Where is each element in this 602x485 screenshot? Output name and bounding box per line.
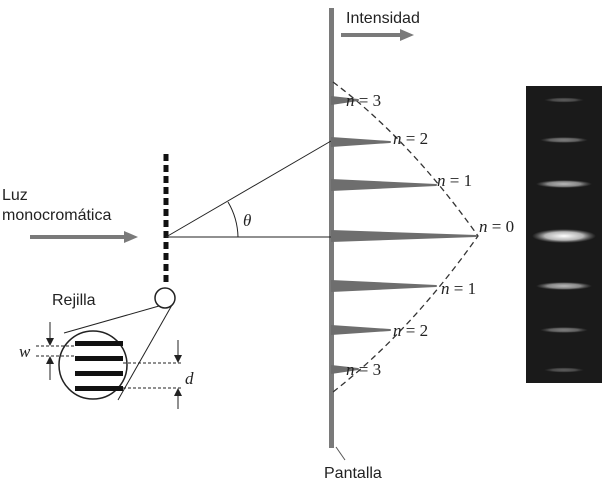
order-label: n = 3: [346, 360, 381, 379]
photo-band-n1-upper: [536, 180, 592, 188]
screen-label: Pantalla: [324, 465, 382, 482]
photo-band-n2-upper: [540, 137, 588, 143]
w-arrow-bottom-icon: [46, 356, 54, 364]
d-arrow-bottom-icon: [174, 388, 182, 396]
intensity-label: Intensidad: [346, 10, 420, 27]
magnified-slit-4: [75, 386, 123, 391]
peak-n1-lower: [330, 280, 437, 292]
order-label: n = 0: [479, 217, 514, 236]
zoom-tangent-lower: [117, 304, 173, 401]
light-label-line1: Luz: [2, 187, 28, 204]
w-arrow-top-icon: [46, 338, 54, 346]
diffracted-ray: [165, 140, 332, 238]
photo-band-n1-lower: [536, 282, 592, 290]
w-label: w: [19, 342, 31, 361]
d-arrow-top-icon: [174, 355, 182, 363]
peak-n2-upper: [330, 137, 391, 147]
d-label: d: [185, 369, 194, 388]
grating-label: Rejilla: [52, 292, 96, 309]
angle-arc: [227, 201, 239, 238]
photo-band-n3-upper: [544, 97, 584, 103]
intensity-arrow-icon: [400, 29, 414, 41]
screen-leader-line: [335, 446, 346, 461]
peak-n3-upper: [330, 96, 359, 105]
photo-band-n0: [532, 229, 596, 243]
peak-n1-upper: [330, 179, 437, 191]
peak-n2-lower: [330, 325, 391, 335]
magnified-slit-3: [75, 371, 123, 376]
order-label: n = 2: [393, 321, 428, 340]
photo-band-n3-lower: [544, 367, 584, 373]
order-label: n = 1: [437, 171, 472, 190]
light-arrow-icon: [124, 231, 138, 243]
order-label: n = 2: [393, 129, 428, 148]
peak-n3-lower: [330, 365, 359, 374]
light-label-line2: monocromática: [2, 207, 111, 224]
magnified-grating-circle: [58, 330, 128, 400]
theta-label: θ: [243, 211, 251, 230]
zoom-tangent-upper: [63, 305, 160, 334]
magnified-slit-2: [75, 356, 123, 361]
intensity-envelope: [332, 81, 479, 393]
peak-n0: [330, 230, 477, 242]
photo-band-n2-lower: [540, 327, 588, 333]
order-label: n = 3: [346, 91, 381, 110]
screen-bar: [329, 8, 334, 448]
grating-zoom-circle: [154, 287, 176, 309]
order-label: n = 1: [441, 279, 476, 298]
magnified-slit-1: [75, 341, 123, 346]
